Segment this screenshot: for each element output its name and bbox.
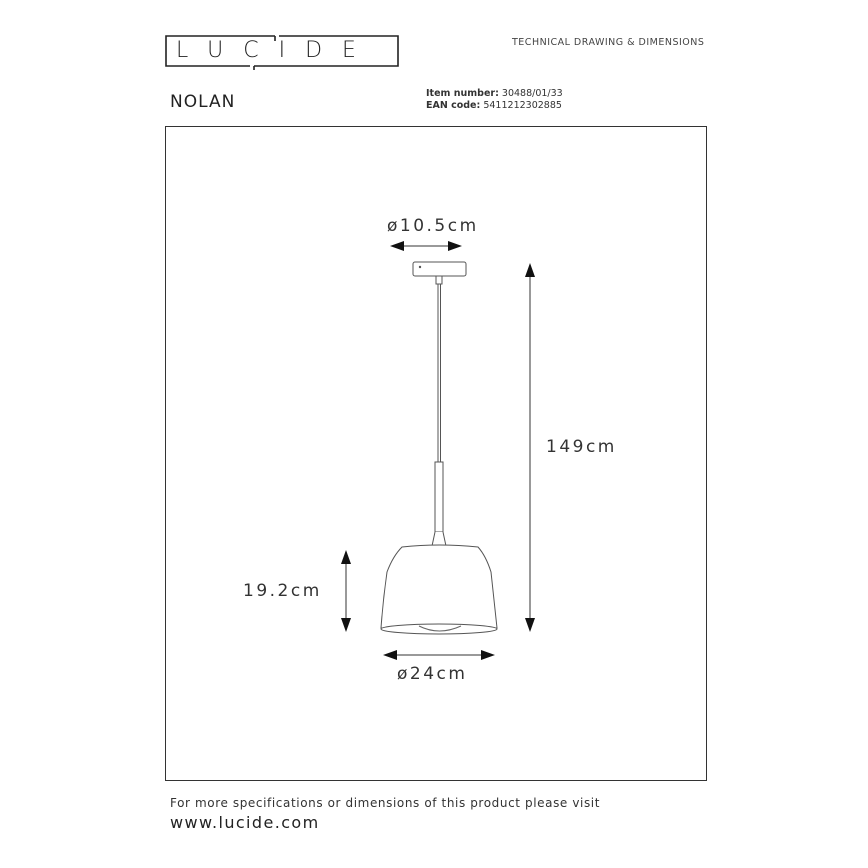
pendant-canopy-icon xyxy=(413,262,466,284)
pendant-cord xyxy=(432,284,446,546)
product-meta: Item number: 30488/01/33 EAN code: 54112… xyxy=(426,88,563,112)
ean-label: EAN code: xyxy=(426,100,481,111)
logo-text: LUCIDE xyxy=(176,38,376,63)
item-number-row: Item number: 30488/01/33 xyxy=(426,88,563,100)
item-number-value: 30488/01/33 xyxy=(501,88,563,99)
logo-frame-icon xyxy=(166,36,398,68)
pendant-shade-icon xyxy=(381,545,497,634)
ean-row: EAN code: 5411212302885 xyxy=(426,100,563,112)
item-number-label: Item number: xyxy=(426,88,499,99)
product-name: NOLAN xyxy=(170,92,236,112)
footer-url-link[interactable]: www.lucide.com xyxy=(170,813,320,832)
canopy-diameter-label: ø10.5cm xyxy=(387,216,479,236)
double-arrow-icon xyxy=(390,241,462,251)
total-height-label: 149cm xyxy=(546,437,617,457)
section-label: TECHNICAL DRAWING & DIMENSIONS xyxy=(512,37,705,48)
drawing-frame xyxy=(165,126,707,781)
shade-diameter-label: ø24cm xyxy=(397,664,468,684)
ean-value: 5411212302885 xyxy=(483,100,562,111)
brand-logo xyxy=(166,36,398,66)
double-arrow-icon xyxy=(383,650,495,660)
double-arrow-icon xyxy=(341,550,351,632)
shade-height-label: 19.2cm xyxy=(243,581,322,601)
double-arrow-icon xyxy=(525,263,535,632)
footer-note: For more specifications or dimensions of… xyxy=(170,796,601,810)
